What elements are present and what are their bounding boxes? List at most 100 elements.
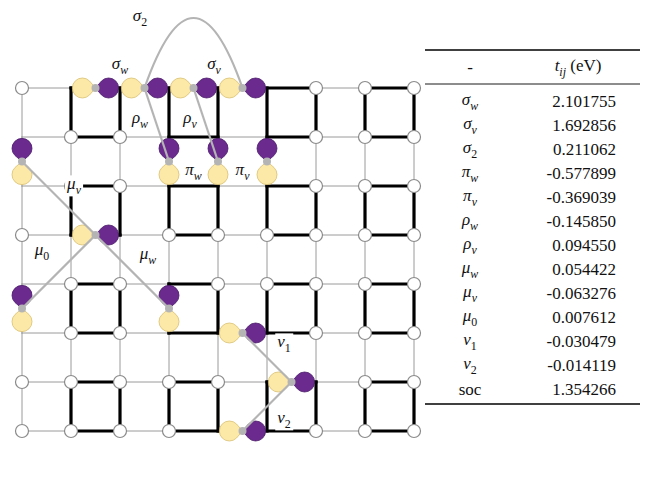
orbital-centre xyxy=(141,84,149,92)
lattice-site xyxy=(310,82,323,95)
table-cell: -0.030479 xyxy=(547,333,616,352)
bond-thick xyxy=(412,88,415,137)
lattice-site xyxy=(359,425,372,438)
table-cell: μ0 xyxy=(463,307,478,328)
bond-thin xyxy=(218,235,219,284)
hopping-label: ρv xyxy=(181,109,198,130)
table-cell: πv xyxy=(463,187,477,208)
bond-thin xyxy=(22,235,71,236)
bond-thick xyxy=(365,233,414,236)
p-orbitals xyxy=(12,78,315,441)
orbital-centre xyxy=(239,329,247,337)
hopping-label: μ0 xyxy=(33,241,52,262)
bond-thick xyxy=(412,382,415,431)
lattice-site xyxy=(114,376,127,389)
bond-thick xyxy=(267,86,316,89)
table-cell: ν2 xyxy=(463,355,477,376)
bond-thin xyxy=(22,186,23,235)
bond-thick xyxy=(169,184,218,187)
lattice-site xyxy=(310,327,323,340)
table-cell: ρv xyxy=(463,235,476,256)
bond-thick xyxy=(169,233,218,236)
bond-thin xyxy=(218,333,219,382)
hopping-label: ν1 xyxy=(275,333,293,354)
bond-thin xyxy=(22,235,23,284)
bond-thick xyxy=(365,282,414,285)
bond-thin xyxy=(316,88,365,89)
orbital-centre xyxy=(239,427,247,435)
bond-thick xyxy=(365,86,414,89)
bond-thick xyxy=(71,331,120,334)
bond-thick xyxy=(69,382,72,431)
table-cell: tij (eV) xyxy=(555,57,602,78)
lattice-site xyxy=(408,425,421,438)
bond-thin xyxy=(22,333,23,382)
bond-thin xyxy=(316,137,365,138)
lattice-site xyxy=(212,376,225,389)
lattice-site xyxy=(16,376,29,389)
bond-thick xyxy=(363,88,366,137)
lattice-site xyxy=(65,425,78,438)
bond-thin xyxy=(22,88,23,137)
table-top-rule xyxy=(425,49,640,50)
bond-thin xyxy=(22,137,71,138)
table-cell: 0.054422 xyxy=(552,261,616,280)
bond-thin xyxy=(316,186,365,187)
bond-thin xyxy=(316,137,317,186)
bond-thin xyxy=(22,88,71,89)
lattice-site xyxy=(114,278,127,291)
orbital-centre xyxy=(165,305,173,313)
bond-thick xyxy=(71,282,120,285)
bond-thick xyxy=(71,429,120,432)
lattice-site xyxy=(16,425,29,438)
hopping-label: ρw xyxy=(130,109,150,130)
bond-thick xyxy=(69,88,72,137)
hopping-label: ν2 xyxy=(275,409,293,430)
table-cell: 0.211062 xyxy=(553,141,616,160)
bond-thick xyxy=(216,186,219,235)
bond-thin xyxy=(120,137,121,186)
table-cell: - xyxy=(467,59,473,78)
table-bottom-rule xyxy=(425,403,640,404)
bond-thin xyxy=(218,235,267,236)
lattice-site xyxy=(408,327,421,340)
orbital-centres xyxy=(18,84,296,435)
bond-thin xyxy=(22,333,71,334)
bond-thick xyxy=(118,382,121,431)
hopping-label: πw xyxy=(183,161,203,182)
lattice-site xyxy=(310,278,323,291)
bond-thick xyxy=(118,284,121,333)
orbital-centre xyxy=(214,158,222,166)
lattice-site xyxy=(114,131,127,144)
table-rules xyxy=(425,50,640,404)
bond-thick xyxy=(169,282,218,285)
table-mid-rule xyxy=(425,84,640,85)
orbital-centre xyxy=(18,305,26,313)
bond-thin xyxy=(316,382,365,383)
lattice-site xyxy=(359,131,372,144)
lattice-site xyxy=(310,229,323,242)
bond-thin xyxy=(120,186,169,187)
lattice-site xyxy=(359,376,372,389)
lattice-site xyxy=(408,229,421,242)
bond-thin xyxy=(169,333,170,382)
lattice-site xyxy=(163,376,176,389)
bond-thin xyxy=(22,431,71,432)
bond-thin xyxy=(316,235,317,284)
table-cell: soc xyxy=(459,381,482,400)
bond-thick xyxy=(365,429,414,432)
table-cell: σv xyxy=(463,115,477,136)
bond-thick xyxy=(267,282,316,285)
bond-thick xyxy=(265,284,268,333)
bond-thin xyxy=(120,382,169,383)
lattice-site xyxy=(408,131,421,144)
bond-thin xyxy=(365,235,366,284)
bond-thin xyxy=(414,333,415,382)
bond-thick xyxy=(167,382,170,431)
orbital-centre xyxy=(190,84,198,92)
bond-thick xyxy=(314,186,317,235)
bond-thick xyxy=(267,184,316,187)
bond-thick xyxy=(167,186,170,235)
bond-thin xyxy=(218,284,267,285)
